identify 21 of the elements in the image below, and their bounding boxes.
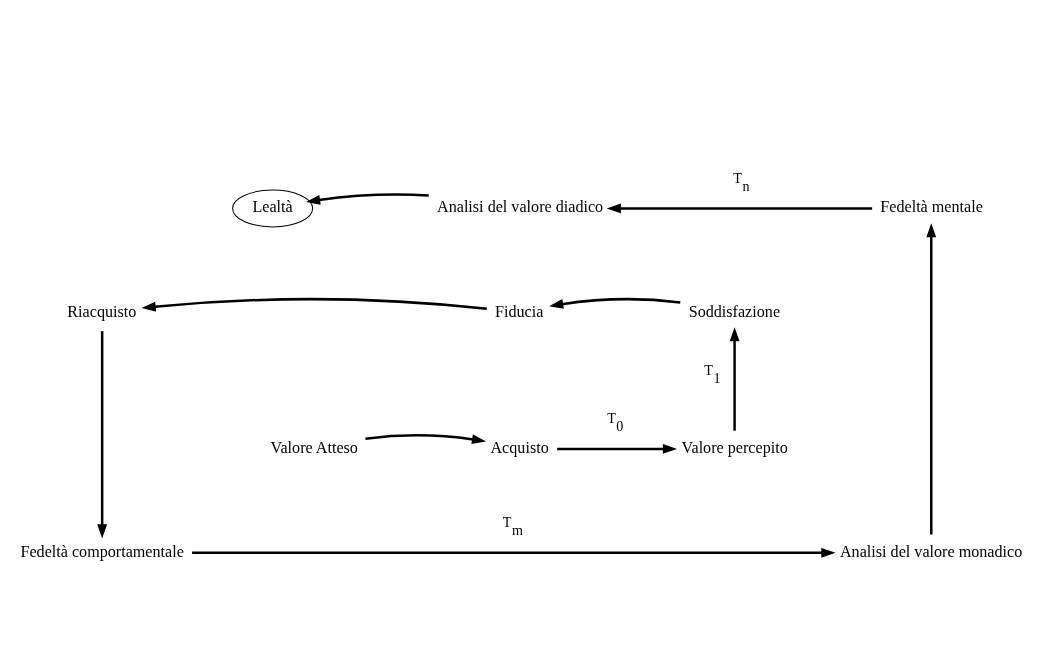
node-text: Fiducia bbox=[495, 302, 544, 320]
node-text: Riacquisto bbox=[67, 302, 137, 320]
arrow bbox=[926, 223, 937, 535]
node-text: Soddisfazione bbox=[688, 302, 781, 320]
arrow bbox=[729, 327, 740, 431]
arrow bbox=[97, 331, 108, 539]
node-ellipse: Lealtà bbox=[232, 189, 314, 228]
arrow bbox=[192, 547, 836, 558]
arrow bbox=[557, 443, 678, 454]
arrow bbox=[306, 193, 429, 205]
node-text: Valore percepito bbox=[681, 438, 788, 456]
arrow bbox=[141, 297, 487, 312]
arrow bbox=[365, 434, 487, 445]
node-text: Analisi del valore diadico bbox=[437, 198, 604, 216]
arrow bbox=[549, 297, 681, 309]
node-text: Analisi del valore monadico bbox=[839, 542, 1023, 560]
node-text: Valore Atteso bbox=[270, 438, 358, 456]
node-text: Fedeltà comportamentale bbox=[20, 542, 184, 560]
arrow bbox=[606, 203, 873, 214]
node-text: Acquisto bbox=[490, 438, 549, 456]
node-text: Fedeltà mentale bbox=[880, 198, 983, 216]
